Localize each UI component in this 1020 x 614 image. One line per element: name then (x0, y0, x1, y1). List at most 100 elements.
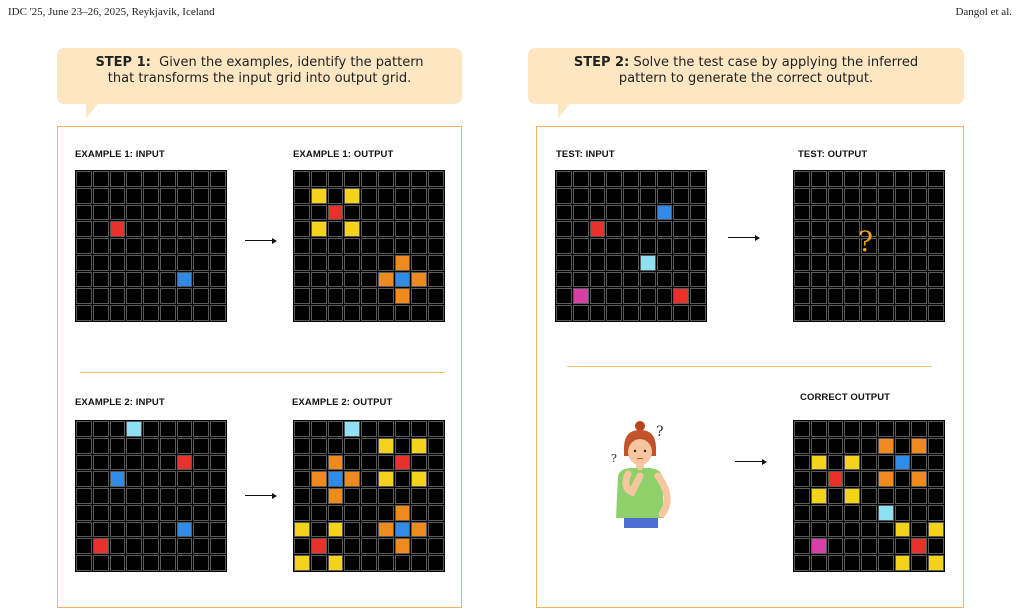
grid-cell (210, 471, 226, 488)
grid-cell (572, 204, 589, 221)
grid-cell-blue (109, 471, 126, 488)
grid-cell-orange (377, 521, 394, 538)
grid-cell (344, 171, 361, 187)
grid-cell (827, 271, 844, 288)
grid-cell (143, 504, 159, 521)
ex1-output-label: EXAMPLE 1: OUTPUT (293, 149, 394, 160)
grid-cell (310, 288, 327, 305)
grid-cell (176, 504, 193, 521)
grid-cell (377, 555, 394, 571)
grid-cell (294, 471, 310, 488)
grid-cell (294, 437, 310, 454)
grid-cell (827, 254, 844, 271)
grid-cell (394, 305, 411, 321)
grid-cell (92, 305, 109, 321)
step2-text-line1: Solve the test case by applying the infe… (633, 55, 919, 70)
grid-cell (310, 171, 327, 187)
grid-cell (193, 538, 210, 555)
test-output-grid (793, 170, 945, 322)
grid-cell (606, 171, 623, 187)
grid-cell (92, 454, 109, 471)
grid-cell (827, 504, 844, 521)
grid-cell (294, 504, 310, 521)
grid-cell (794, 305, 810, 321)
grid-cell-orange (344, 471, 361, 488)
grid-cell (176, 437, 193, 454)
grid-cell (606, 288, 623, 305)
grid-cell (361, 238, 377, 254)
grid-cell (894, 488, 911, 504)
grid-cell (193, 488, 210, 504)
grid-cell (827, 305, 844, 321)
grid-cell (623, 271, 639, 288)
grid-cell (176, 555, 193, 571)
grid-cell (126, 171, 143, 187)
grid-cell (861, 555, 877, 571)
grid-cell (159, 187, 176, 204)
grid-cell (126, 488, 143, 504)
grid-cell (76, 555, 92, 571)
grid-cell (928, 254, 944, 271)
grid-cell-cyan (344, 421, 361, 437)
grid-cell (411, 221, 428, 238)
grid-cell (911, 421, 928, 437)
grid-cell (639, 187, 656, 204)
grid-cell (877, 204, 894, 221)
grid-cell (143, 555, 159, 571)
grid-cell (126, 471, 143, 488)
grid-cell (928, 471, 944, 488)
grid-cell (877, 288, 894, 305)
grid-cell (361, 221, 377, 238)
grid-cell (428, 171, 444, 187)
ex1-output-grid (293, 170, 445, 322)
grid-cell-red (176, 454, 193, 471)
grid-cell-orange (327, 488, 344, 504)
grid-cell (193, 254, 210, 271)
grid-cell-yellow (844, 488, 861, 504)
grid-cell (159, 471, 176, 488)
grid-cell (126, 238, 143, 254)
step1-bubble: STEP 1: Given the examples, identify the… (57, 48, 462, 104)
grid-cell (193, 555, 210, 571)
grid-cell (894, 421, 911, 437)
unknown-output-question-mark: ? (858, 225, 874, 258)
grid-cell (810, 221, 827, 238)
grid-cell (810, 555, 827, 571)
grid-cell (928, 187, 944, 204)
question-mark-icon: ? (656, 424, 664, 440)
grid-cell (377, 421, 394, 437)
grid-cell (176, 288, 193, 305)
grid-cell (327, 305, 344, 321)
grid-cell (126, 504, 143, 521)
grid-cell (193, 221, 210, 238)
grid-cell (639, 221, 656, 238)
grid-cell (928, 221, 944, 238)
grid-cell (193, 187, 210, 204)
grid-cell (176, 305, 193, 321)
grid-cell (844, 271, 861, 288)
grid-cell (394, 221, 411, 238)
grid-cell (361, 305, 377, 321)
grid-cell (344, 204, 361, 221)
grid-cell (109, 504, 126, 521)
grid-cell (827, 488, 844, 504)
grid-cell (126, 454, 143, 471)
grid-cell (294, 271, 310, 288)
grid-cell (159, 204, 176, 221)
grid-cell (92, 221, 109, 238)
grid-cell (411, 504, 428, 521)
grid-cell (377, 221, 394, 238)
grid-cell (210, 454, 226, 471)
grid-cell (294, 238, 310, 254)
grid-cell (210, 271, 226, 288)
grid-cell (411, 254, 428, 271)
grid-cell (623, 204, 639, 221)
grid-cell (428, 305, 444, 321)
grid-cell (794, 555, 810, 571)
grid-cell (344, 504, 361, 521)
grid-cell (327, 421, 344, 437)
grid-cell (844, 437, 861, 454)
step2-bubble-tail (558, 104, 570, 118)
grid-cell (827, 221, 844, 238)
running-header-right: Dangol et al. (955, 6, 1012, 18)
